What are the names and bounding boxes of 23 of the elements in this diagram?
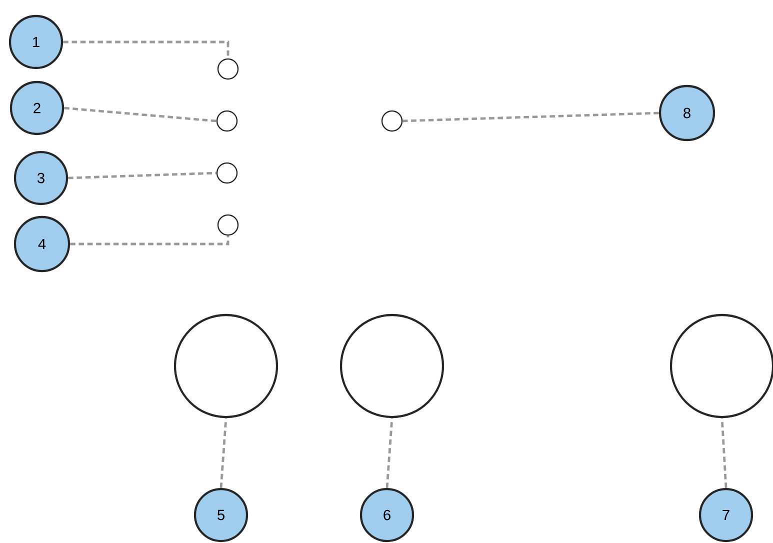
callout-number: 8 [658,84,716,142]
hole-marker [216,110,238,132]
hole-marker [381,110,403,132]
leader-line [720,418,728,488]
callout-number: 2 [10,80,64,136]
hole-marker [217,214,239,236]
leader-line [220,418,228,488]
callout-number: 7 [698,488,754,542]
circle-marker [340,314,444,418]
hole-marker [216,162,238,184]
callout-number: 5 [194,488,248,542]
leader-line [68,172,216,180]
callout-number: 3 [14,150,68,206]
callout-number: 4 [14,216,70,272]
leader-line [402,112,659,122]
circle-marker [174,314,278,418]
leader-line [63,40,230,58]
callout-number: 1 [8,14,64,70]
callout-number: 6 [360,488,414,542]
hole-marker [217,58,239,80]
leader-line [386,418,394,488]
leader-line [64,106,216,122]
leader-line [70,236,230,246]
